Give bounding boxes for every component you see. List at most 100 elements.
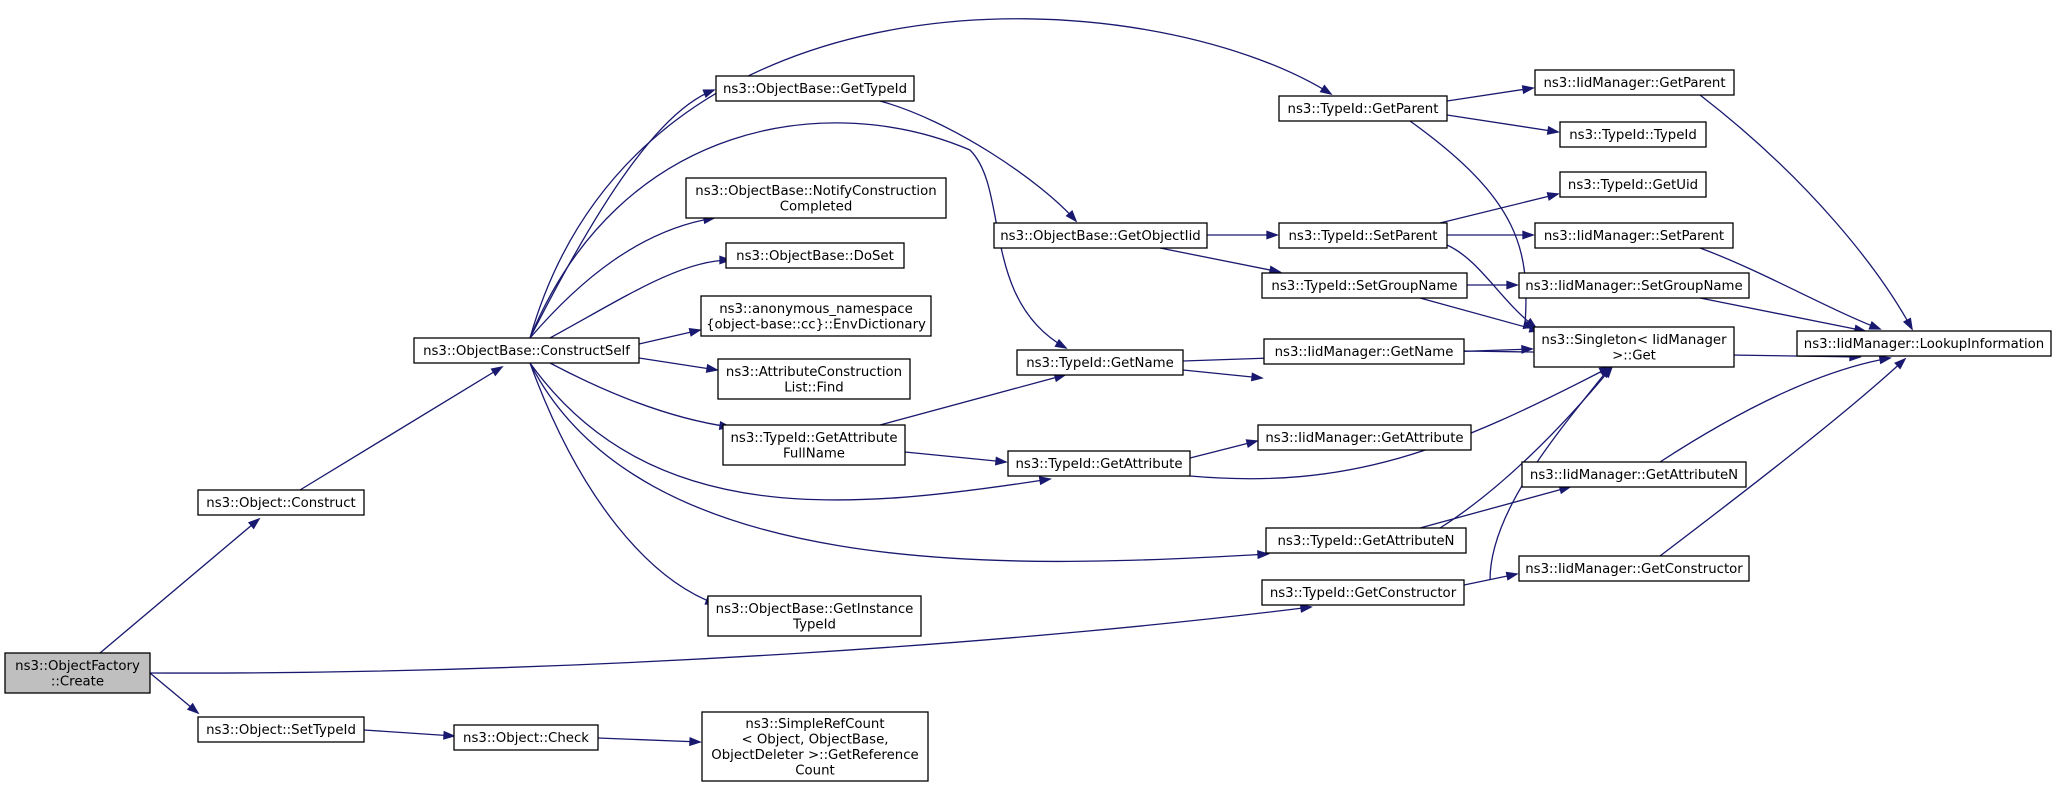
node-label-line: ns3::ObjectBase::GetObjectIid (1000, 229, 1200, 244)
node-constructself[interactable]: ns3::ObjectBase::ConstructSelf (413, 337, 640, 364)
node-box (1278, 95, 1448, 122)
node-t-getattributen[interactable]: ns3::TypeId::GetAttributeN (1265, 527, 1467, 554)
node-t-getuid[interactable]: ns3::TypeId::GetUid (1559, 171, 1707, 198)
node-settypeid[interactable]: ns3::Object::SetTypeId (197, 716, 365, 743)
node-ob-gettypeid[interactable]: ns3::ObjectBase::GetTypeId (715, 75, 915, 102)
node-t-getparent[interactable]: ns3::TypeId::GetParent (1278, 95, 1448, 122)
edge-line (638, 357, 718, 371)
node-label-line: >::Get (1612, 348, 1656, 363)
arrowhead-icon (1257, 550, 1270, 560)
arrowhead-icon (1065, 210, 1078, 223)
edge-line (529, 362, 1051, 501)
node-t-getconstructor[interactable]: ns3::TypeId::GetConstructor (1261, 579, 1465, 606)
node-construct[interactable]: ns3::Object::Construct (197, 489, 365, 516)
edge-line (1409, 120, 1535, 328)
node-box (197, 489, 365, 516)
node-ob-notify[interactable]: ns3::ObjectBase::NotifyConstructionCompl… (685, 177, 947, 219)
edge-constructself-to-ob_gettypeid (529, 89, 716, 339)
node-box (707, 595, 922, 637)
edge-m_getattributen-to-m_lookupinfo (1659, 355, 1892, 463)
edge-t_getparent-to-t_typeid (1446, 114, 1560, 135)
arrowhead-icon (443, 730, 456, 740)
node-m-setparent[interactable]: ns3::IidManager::SetParent (1534, 222, 1734, 249)
node-ob-getobjectiid[interactable]: ns3::ObjectBase::GetObjectIid (993, 222, 1208, 249)
node-t-typeid[interactable]: ns3::TypeId::TypeId (1559, 121, 1707, 148)
node-m-getattribute[interactable]: ns3::IidManager::GetAttribute (1257, 424, 1472, 451)
arrowhead-icon (1902, 317, 1913, 331)
edge-constructself-to-ob_doset (549, 255, 732, 339)
edge-line (1446, 114, 1559, 133)
edge-line (904, 451, 1007, 463)
edge-line (529, 362, 1269, 563)
node-box (453, 724, 599, 751)
node-label-line: ns3::Object::SetTypeId (206, 723, 356, 738)
node-getrefcount[interactable]: ns3::SimpleRefCount< Object, ObjectBase,… (701, 711, 929, 782)
edge-line (879, 100, 1077, 222)
node-label-line: TypeId (792, 617, 836, 632)
node-singleton-get[interactable]: ns3::Singleton< IidManager >::Get (1533, 326, 1735, 368)
node-m-getattributen[interactable]: ns3::IidManager::GetAttributeN (1521, 461, 1747, 488)
node-t-getattribute[interactable]: ns3::TypeId::GetAttribute (1007, 450, 1191, 477)
node-ob-doset[interactable]: ns3::ObjectBase::DoSet (725, 242, 905, 269)
edge-constructself-to-t_getattributen (529, 362, 1270, 563)
edge-constructself-to-t_getattribute (529, 362, 1052, 501)
node-label-line: ::Create (51, 674, 104, 689)
edge-create-to-construct (99, 517, 261, 654)
edge-line (1439, 193, 1559, 224)
arrowhead-icon (1038, 476, 1052, 486)
edge-create-to-t_getconstructor (149, 603, 1313, 674)
nodes-layer: ns3::ObjectFactory::Createns3::Object::C… (4, 69, 2052, 782)
node-label-line: ns3::IidManager::LookupInformation (1804, 337, 2044, 352)
node-label-line: ns3::TypeId::GetAttribute (1015, 457, 1182, 472)
edge-settypeid-to-check (363, 729, 456, 740)
edge-line (99, 518, 260, 654)
node-m-getconstructor[interactable]: ns3::IidManager::GetConstructor (1518, 555, 1750, 582)
node-label-line: Completed (780, 199, 853, 214)
edge-constructself-to-t_getparent (529, 18, 1333, 339)
arrowhead-icon (1521, 85, 1535, 95)
node-m-setgroupname[interactable]: ns3::IidManager::SetGroupName (1518, 272, 1750, 299)
node-box (1278, 222, 1448, 249)
node-label-line: ns3::ObjectBase::NotifyConstruction (695, 184, 936, 199)
arrowhead-icon (1250, 372, 1264, 382)
edge-m_getconstructor-to-m_lookupinfo (1659, 357, 1907, 557)
node-check[interactable]: ns3::Object::Check (453, 724, 599, 751)
node-box (685, 177, 947, 219)
node-label-line: ns3::ObjectBase::GetInstance (716, 602, 914, 617)
node-t-setparent[interactable]: ns3::TypeId::SetParent (1278, 222, 1448, 249)
arrowhead-icon (490, 366, 504, 377)
edge-line (299, 366, 503, 491)
node-m-getname[interactable]: ns3::IidManager::GetName (1263, 338, 1465, 365)
edge-t_getname-to-m_getname (1182, 369, 1264, 382)
node-box (1534, 69, 1735, 96)
node-t-setgroupname[interactable]: ns3::TypeId::SetGroupName (1261, 272, 1468, 299)
edge-line (1189, 440, 1258, 459)
node-anon-envdict[interactable]: ns3::anonymous_namespace{object-base::cc… (700, 295, 932, 337)
node-label-line: ns3::TypeId::GetAttributeN (1278, 534, 1455, 549)
node-create[interactable]: ns3::ObjectFactory::Create (4, 652, 151, 694)
node-m-lookupinfo[interactable]: ns3::IidManager::LookupInformation (1796, 330, 2052, 357)
node-label-line: ns3::IidManager::GetParent (1543, 76, 1725, 91)
edge-line (529, 217, 715, 339)
node-label-line: ns3::ObjectFactory (15, 659, 140, 674)
edge-ob_getobjectiid-to-t_setgroupname (1159, 247, 1282, 275)
edge-create-to-settypeid (149, 672, 200, 715)
node-box (1007, 450, 1191, 477)
node-label-line: ns3::TypeId::GetUid (1568, 178, 1698, 193)
node-box (1521, 461, 1747, 488)
node-label-line: ns3::IidManager::SetParent (1544, 229, 1724, 244)
node-m-getparent[interactable]: ns3::IidManager::GetParent (1534, 69, 1735, 96)
edge-line (1419, 486, 1571, 529)
node-label-line: List::Find (784, 380, 843, 395)
edge-t_getattributen-to-m_getattributen (1419, 485, 1572, 529)
edge-t_setparent-to-m_setparent (1447, 230, 1535, 240)
edge-check-to-getrefcount (597, 737, 702, 747)
edge-line (549, 362, 731, 428)
node-t-getname[interactable]: ns3::TypeId::GetName (1016, 349, 1184, 376)
node-label-line: ns3::TypeId::GetName (1026, 356, 1174, 371)
node-box (1559, 121, 1707, 148)
